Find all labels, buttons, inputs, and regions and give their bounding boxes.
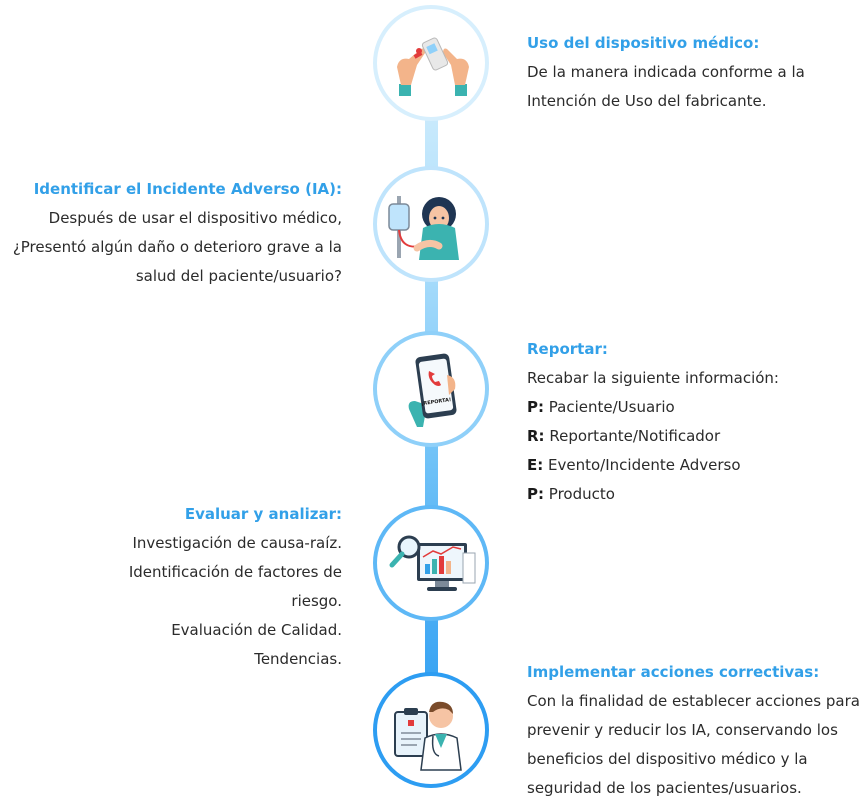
step-4-text: Evaluar y analizar: Investigación de cau… (129, 500, 342, 674)
patient-iv-icon (388, 196, 459, 260)
step-3-item-key: R: (527, 427, 545, 445)
step-3-line: Recabar la siguiente información: (527, 369, 779, 387)
step-5-line: prevenir y reducir los IA, conservando l… (527, 721, 838, 739)
step-5-text: Implementar acciones correctivas: Con la… (527, 658, 860, 803)
step-5-title: Implementar acciones correctivas: (527, 663, 820, 681)
step-3-item-text: Paciente/Usuario (548, 398, 675, 416)
step-3-item-text: Producto (548, 485, 615, 503)
step-3-circle: ¡REPORTA! (373, 331, 489, 447)
step-3-text: Reportar: Recabar la siguiente informaci… (527, 335, 779, 509)
step-4-line: Evaluación de Calidad. (171, 621, 342, 639)
step-3-item: R: Reportante/Notificador (527, 422, 779, 451)
phone-report-icon: ¡REPORTA! (408, 353, 457, 427)
step-2-title: Identificar el Incidente Adverso (IA): (33, 180, 342, 198)
step-3-item-key: E: (527, 456, 544, 474)
step-3-item-text: Reportante/Notificador (549, 427, 721, 445)
step-5-circle (373, 672, 489, 788)
step-2-text: Identificar el Incidente Adverso (IA): D… (13, 175, 342, 291)
step-3-item-key: P: (527, 485, 544, 503)
step-1-title: Uso del dispositivo médico: (527, 34, 760, 52)
step-5-line: seguridad de los pacientes/usuarios. (527, 779, 802, 797)
analysis-monitor-icon (389, 535, 476, 591)
step-4-title: Evaluar y analizar: (184, 505, 342, 523)
step-4-line: Identificación de factores de (128, 563, 342, 581)
step-1-line: Intención de Uso del fabricante. (527, 92, 767, 110)
hands-glucometer-icon (397, 37, 469, 96)
step-3-item: P: Paciente/Usuario (527, 393, 779, 422)
step-5-line: Con la finalidad de establecer acciones … (527, 692, 860, 710)
step-4-circle (373, 505, 489, 621)
step-3-item-text: Evento/Incidente Adverso (548, 456, 741, 474)
step-2-line: Después de usar el dispositivo médico, (48, 209, 342, 227)
step-4-line: Tendencias. (254, 650, 342, 668)
step-1-line: De la manera indicada conforme a la (527, 63, 805, 81)
step-3-item: P: Producto (527, 480, 779, 509)
step-4-line: Investigación de causa-raíz. (132, 534, 342, 552)
step-2-circle (373, 166, 489, 282)
doctor-clipboard-icon (394, 701, 462, 771)
step-4-line: riesgo. (291, 592, 342, 610)
phone-report-text: ¡REPORTA! (421, 397, 452, 407)
step-1-circle (373, 5, 489, 121)
step-3-title: Reportar: (527, 340, 608, 358)
step-2-line: salud del paciente/usuario? (135, 267, 342, 285)
step-5-line: beneficios del dispositivo médico y la (527, 750, 808, 768)
step-3-item: E: Evento/Incidente Adverso (527, 451, 779, 480)
step-1-text: Uso del dispositivo médico: De la manera… (527, 29, 805, 116)
step-2-line: ¿Presentó algún daño o deterioro grave a… (12, 238, 342, 256)
step-3-item-key: P: (527, 398, 544, 416)
